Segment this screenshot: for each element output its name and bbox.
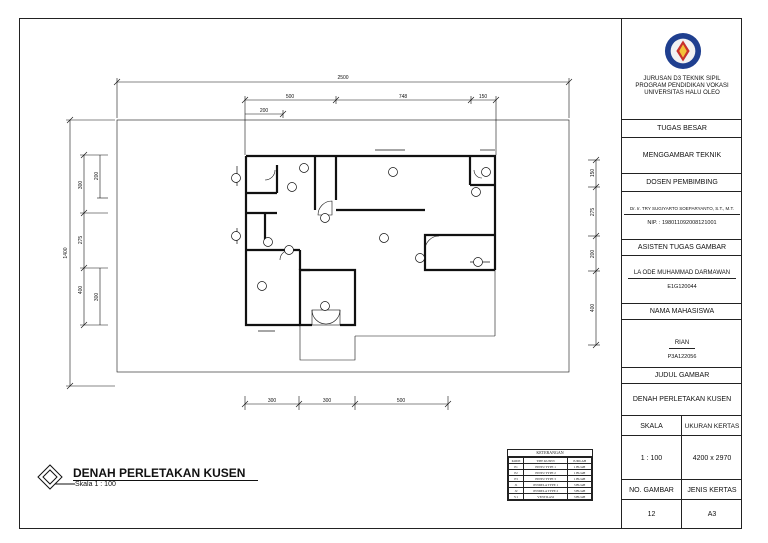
dim-right-3: 200 bbox=[590, 250, 596, 259]
drawing-sheet-border bbox=[19, 18, 742, 529]
lecturer-cell: Dr. Ir. TRY SUGIYARTO SOEPARYANTO, S.T.,… bbox=[622, 192, 742, 240]
student-label-cell: NAMA MAHASISWA bbox=[622, 304, 742, 320]
legend-header: KETERANGAN bbox=[508, 450, 592, 457]
kusen-tags bbox=[231, 163, 491, 311]
dim-left-1b: 200 bbox=[94, 172, 100, 181]
title-marker-icon bbox=[37, 464, 75, 490]
dim-top-total: 2500 bbox=[337, 75, 348, 81]
drawing-no-label: NO. GAMBAR bbox=[622, 480, 682, 500]
assistant-id: E1G120044 bbox=[667, 283, 697, 290]
assistant-name: LA ODE MUHAMMAD DARMAWAN bbox=[627, 269, 737, 279]
dim-right-2: 275 bbox=[590, 208, 596, 217]
site-boundary bbox=[116, 119, 570, 373]
dim-top-1: 500 bbox=[286, 94, 295, 100]
course-cell: MENGGAMBAR TEKNIK bbox=[622, 138, 742, 174]
paper-type: A3 bbox=[707, 510, 717, 518]
scale-paper-value-row bbox=[622, 436, 742, 480]
dim-top-sub: 200 bbox=[260, 108, 269, 114]
plan-scale: Skala 1 : 100 bbox=[75, 481, 116, 488]
university-text: JURUSAN D3 TEKNIK SIPIL PROGRAM PENDIDIK… bbox=[635, 76, 729, 96]
drawing-no: 12 bbox=[622, 500, 682, 528]
number-type-label-row bbox=[622, 480, 742, 500]
window-markers bbox=[236, 149, 495, 332]
dim-bottom-3: 500 bbox=[397, 398, 406, 404]
scale-paper-label-row bbox=[622, 416, 742, 436]
dim-right-4: 400 bbox=[590, 304, 596, 313]
door-swings bbox=[264, 169, 483, 326]
paper-value: 4200 x 2970 bbox=[692, 454, 732, 462]
lecturer-label-cell: DOSEN PEMBIMBING bbox=[622, 174, 742, 192]
dim-left-2: 275 bbox=[78, 236, 84, 245]
dim-top-3: 150 bbox=[479, 94, 488, 100]
lecturer-nip: NIP. : 198011092008121001 bbox=[647, 219, 717, 226]
plan-title: DENAH PERLETAKAN KUSEN bbox=[73, 466, 246, 480]
dim-left-3b: 300 bbox=[94, 293, 100, 302]
dim-right-1: 150 bbox=[590, 169, 596, 178]
university-logo-icon bbox=[664, 32, 702, 70]
dim-top-2: 748 bbox=[399, 94, 408, 100]
assignment-cell: TUGAS BESAR bbox=[622, 120, 742, 138]
dim-left-1: 300 bbox=[78, 181, 84, 190]
drawing-title-cell: DENAH PERLETAKAN KUSEN bbox=[622, 384, 742, 416]
student-name: RIAN bbox=[668, 339, 696, 349]
lecturer-name: Dr. Ir. TRY SUGIYARTO SOEPARYANTO, S.T.,… bbox=[624, 205, 740, 215]
assistant-label-cell: ASISTEN TUGAS GAMBAR bbox=[622, 240, 742, 256]
student-cell: RIAN P3A122056 bbox=[622, 320, 742, 368]
dim-left-3: 400 bbox=[78, 286, 84, 295]
dim-bottom-1: 300 bbox=[268, 398, 277, 404]
floor-plan-drawing: 2500 500 748 150 200 300 300 500 1400 30… bbox=[63, 75, 600, 410]
dim-bottom-2: 300 bbox=[323, 398, 332, 404]
paper-type-label: JENIS KERTAS bbox=[687, 486, 737, 494]
building-walls bbox=[244, 154, 497, 327]
scale-label: SKALA bbox=[622, 416, 682, 436]
paper-label: UKURAN KERTAS bbox=[684, 422, 740, 430]
assistant-cell: LA ODE MUHAMMAD DARMAWAN E1G120044 bbox=[622, 256, 742, 304]
student-id: P3A122056 bbox=[667, 353, 697, 360]
university-cell: JURUSAN D3 TEKNIK SIPIL PROGRAM PENDIDIK… bbox=[622, 18, 742, 120]
drawing-title-label-cell: JUDUL GAMBAR bbox=[622, 368, 742, 384]
dim-left-total: 1400 bbox=[63, 247, 69, 258]
title-block-column: JURUSAN D3 TEKNIK SIPIL PROGRAM PENDIDIK… bbox=[621, 18, 742, 529]
scale-value: 1 : 100 bbox=[622, 436, 682, 480]
